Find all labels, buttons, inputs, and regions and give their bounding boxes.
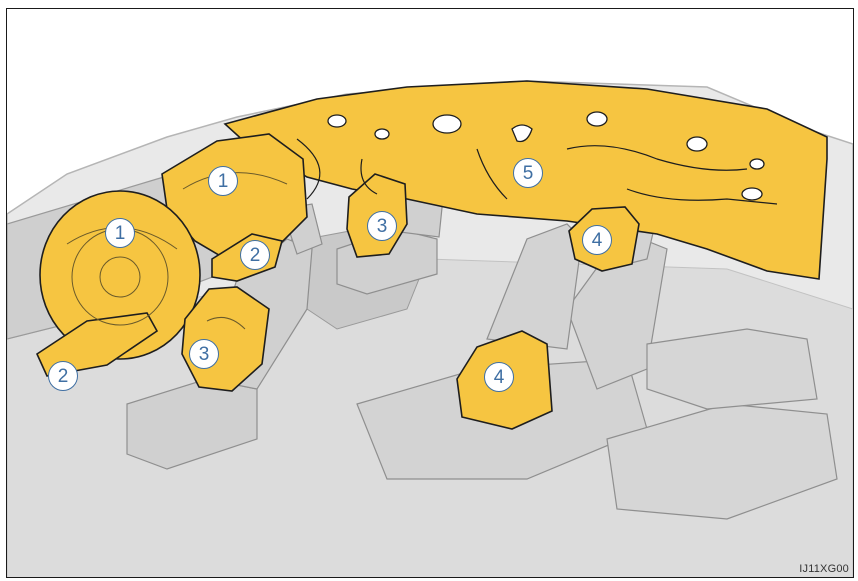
marker-driver-side-airbag: 3 [189, 339, 219, 369]
vehicle-interior-illustration [7, 80, 853, 577]
curtain-fold-lines [296, 138, 778, 205]
marker-passenger-knee-airbag: 2 [240, 240, 270, 270]
marker-curtain-shield-airbag: 5 [513, 158, 543, 188]
marker-driver-airbag: 1 [105, 218, 135, 248]
curtain-cutouts [327, 111, 765, 201]
driver-knee-airbag-shape [35, 312, 159, 377]
illustration-frame: 1 1 2 2 3 3 4 4 5 IJ11XG00 [6, 8, 854, 578]
marker-front-passenger-airbag: 1 [208, 166, 238, 196]
marker-driver-knee-airbag: 2 [48, 361, 78, 391]
driver-airbag-shape [39, 190, 201, 360]
image-code-label: IJ11XG00 [799, 563, 849, 575]
marker-rear-side-airbag-upper: 4 [582, 225, 612, 255]
marker-rear-side-airbag-seat: 4 [484, 362, 514, 392]
third-row-seat [606, 328, 838, 520]
marker-passenger-side-airbag: 3 [367, 211, 397, 241]
